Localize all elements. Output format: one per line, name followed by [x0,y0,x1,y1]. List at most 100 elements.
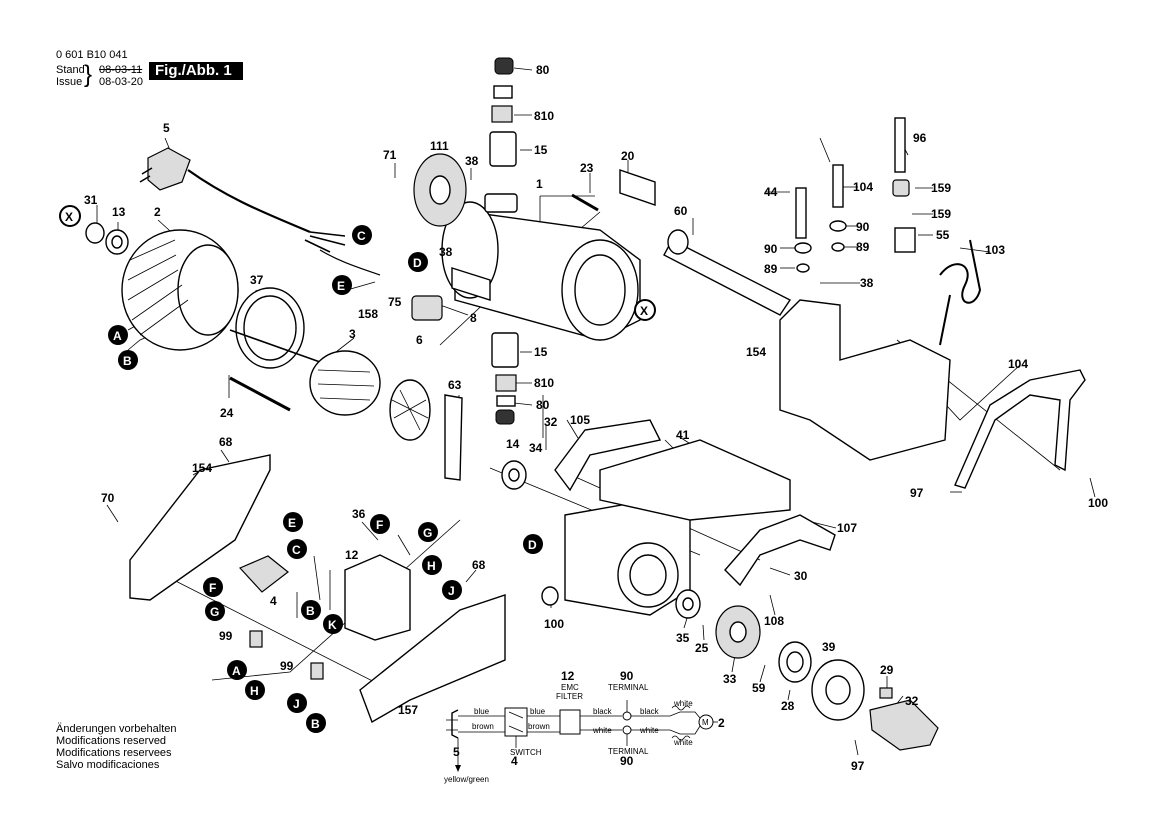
svg-text:G: G [210,605,219,619]
terminal-90-right [310,662,324,680]
brush-810-bottom [495,374,517,392]
svg-text:E: E [288,516,296,530]
label-104: 104 [1008,357,1028,371]
wire-label-brown-right: brown [528,722,550,731]
label-63: 70 [101,491,115,505]
marker-c-mid: C [287,539,307,559]
washer-29 [85,222,105,244]
marker-h-bottom: H [245,680,265,700]
label-1: 1 [536,177,543,191]
cover-111 [359,594,506,724]
svg-text:G: G [423,526,432,540]
label-30: 30 [794,569,808,583]
wire-label-white-right: white [639,726,659,735]
svg-text:B: B [123,354,132,368]
washer-71-left [796,263,810,273]
note-spanish: Salvo modificaciones [56,759,160,771]
bolt-96 [894,117,906,173]
label-68: 71 [383,148,397,162]
old-date: 08-03-11 [99,64,143,76]
marker-j-bottom: J [287,693,307,713]
marker-h-mid: H [422,555,442,575]
wiring-schematic: M blue brown blue brown black white blac… [444,669,725,784]
switch-text: SWITCH [510,748,542,757]
marker-b-top: B [118,350,138,370]
svg-text:E: E [337,279,345,293]
label-94: 100 [544,617,564,631]
handle-107 [724,514,836,587]
footer-notes: Änderungen vorbehalten Modifications res… [56,723,176,771]
svg-text:X: X [65,210,73,224]
terminal-label-bottom: TERMINAL [608,747,649,756]
field-stator [121,229,239,351]
wire-label-black-right: black [640,707,660,716]
note-french: Modifications reservees [56,747,172,759]
label-24: 25 [695,641,709,655]
terminal-number-top: 90 [620,669,634,683]
label-107: 107 [837,521,857,535]
spring-103 [939,239,982,346]
marker-e-mid: E [283,512,303,532]
svg-text:C: C [292,543,301,557]
label-39-mid: 38 [439,245,453,259]
bushing-158 [892,179,910,197]
label-2: 2 [154,205,161,219]
label-89-left: 68 [219,435,233,449]
label-13: 13 [112,205,126,219]
marker-x-left: X [59,205,81,227]
marker-g-left: G [205,601,225,621]
wire-label-black-left: black [593,707,613,716]
label-44-bottom: 80 [536,398,550,412]
svg-text:F: F [376,518,383,532]
block-49 [894,227,916,253]
label-90-right: 99 [280,659,294,673]
marker-d-top: D [408,252,428,272]
label-20 [619,169,656,206]
svg-text:H: H [427,559,436,573]
screw-23 [229,376,291,412]
label-14: 14 [506,437,520,451]
label-12: 12 [345,548,359,562]
marker-c-top: C [352,225,372,245]
marker-j-mid: J [442,580,462,600]
nut-75-right [829,220,847,232]
marker-a-top: A [108,325,128,345]
parts-art [85,57,1086,751]
label-8: 8 [470,311,477,325]
label-38: 39 [822,640,836,654]
brush-holder-15-top [489,131,517,167]
label-8 [451,267,491,301]
label-3: 3 [349,327,356,341]
handle-105 [554,419,662,492]
label-60: 63 [448,378,462,392]
nut-75-left [794,242,812,254]
terminal-label-top: TERMINAL [608,683,649,692]
switch-number: 4 [511,754,518,768]
label-96: 96 [913,131,927,145]
washer-71-right [831,242,845,252]
label-90-left: 99 [219,629,233,643]
svg-text:A: A [113,329,122,343]
label-15-top: 15 [534,143,548,157]
label-29: 31 [84,193,98,207]
brush-holder-15-bottom [491,332,519,368]
emc-filter-12 [344,554,411,641]
motor-number: 2 [718,716,725,730]
label-75-right: 90 [856,220,870,234]
label-23: 24 [220,406,234,420]
terminal-number-bottom: 90 [620,754,634,768]
svg-text:B: B [311,717,320,731]
label-20: 20 [621,149,635,163]
terminal-top-symbol [622,711,632,721]
spindle-32 [869,699,939,751]
spring-top [493,85,513,99]
label-95: 104 [853,180,873,194]
label-34: 34 [529,441,543,455]
svg-text:C: C [357,229,366,243]
label-15-bottom: 15 [534,345,548,359]
label-41: 44 [764,185,778,199]
label-49: 55 [936,228,950,242]
svg-text:M: M [702,718,709,727]
